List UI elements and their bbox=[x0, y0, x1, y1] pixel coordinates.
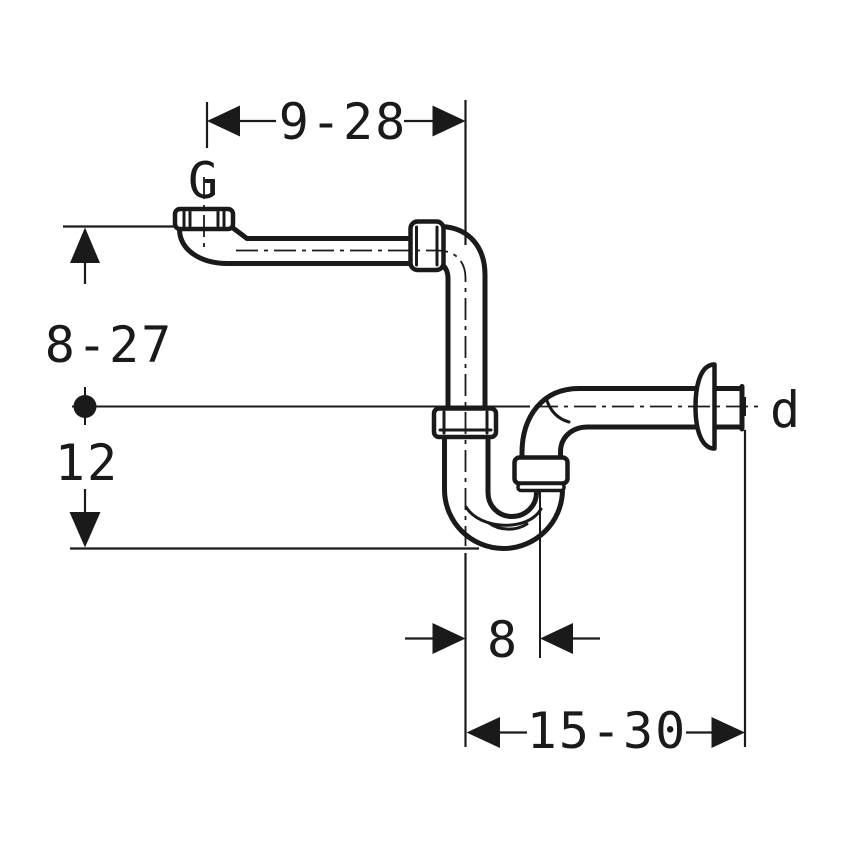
dimension-arrow-left bbox=[207, 105, 240, 137]
centerlines bbox=[203, 177, 762, 546]
dimension-value-bottom: 15-30 bbox=[527, 702, 688, 760]
dimension-arrow-right bbox=[432, 623, 466, 654]
dimension-bottom-horizontal: 15-30 bbox=[466, 397, 747, 760]
trap-reflection-arc bbox=[464, 505, 543, 527]
outlet-elbow-inner bbox=[558, 424, 745, 487]
dimension-value-center-offset: 8 bbox=[487, 611, 519, 669]
dimension-arrow-right bbox=[432, 105, 466, 137]
dimension-arrow-up bbox=[70, 227, 100, 263]
down-elbow-inner bbox=[439, 261, 451, 415]
dimension-arrow-down bbox=[69, 512, 101, 548]
outlet-axis bbox=[72, 387, 530, 425]
dimension-center-offset: 8 bbox=[405, 492, 600, 747]
trap-bend-outer bbox=[442, 431, 565, 551]
dimension-value-top: 9-28 bbox=[279, 93, 407, 151]
thread-label: G bbox=[188, 152, 220, 210]
dimension-left-lower: 12 bbox=[55, 434, 479, 550]
dimension-top-horizontal: 9-28 bbox=[205, 93, 467, 245]
dimension-arrow-left bbox=[540, 623, 573, 654]
dimension-arrow-right bbox=[711, 717, 745, 748]
diameter-label: d bbox=[770, 381, 802, 439]
dimension-arrow-left bbox=[466, 717, 500, 748]
trap-outlet-nut-lip bbox=[516, 481, 566, 493]
down-elbow-outer bbox=[439, 224, 488, 415]
horizontal-slip-nut bbox=[408, 219, 446, 273]
inlet-centerline bbox=[236, 249, 467, 546]
trap-bend-inner bbox=[485, 431, 539, 519]
dimension-value-left-upper: 8-27 bbox=[45, 316, 173, 374]
outlet-elbow-reflection bbox=[544, 396, 571, 424]
reflection-details bbox=[464, 396, 571, 531]
trap-outlet-nut bbox=[512, 455, 570, 486]
inlet-pipe-top-edge bbox=[230, 225, 443, 241]
trap-reflection-arc-small bbox=[487, 521, 529, 531]
dimension-value-left-lower: 12 bbox=[55, 434, 119, 492]
pipe-assembly bbox=[177, 224, 745, 551]
dimension-left-upper: 8-27 bbox=[45, 225, 175, 374]
inlet-elbow-outer bbox=[177, 226, 443, 266]
